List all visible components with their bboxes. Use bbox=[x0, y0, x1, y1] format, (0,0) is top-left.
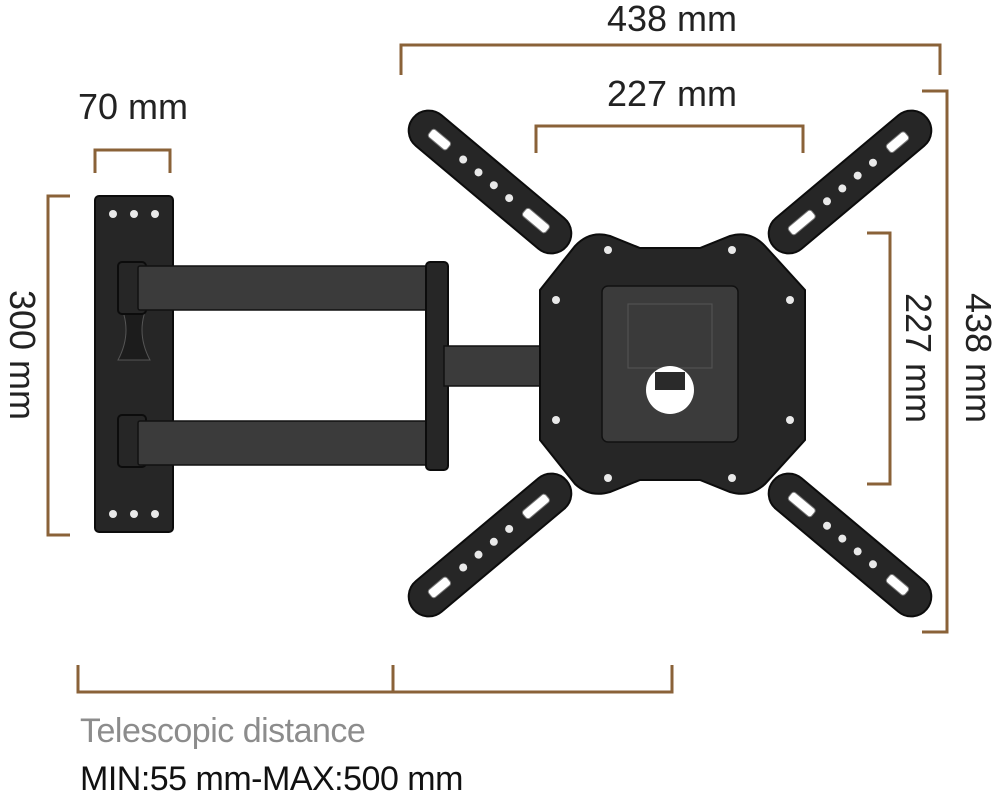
bracket-vesa-inner-height bbox=[867, 231, 892, 486]
vesa-arms bbox=[407, 109, 933, 618]
bracket-wall-plate-height bbox=[46, 194, 70, 537]
telescopic-distance-label: Telescopic distance bbox=[80, 712, 366, 750]
label-vesa-outer-height: 438 mm bbox=[958, 293, 999, 423]
telescopic-distance-range: MIN:55 mm-MAX:500 mm bbox=[80, 760, 463, 798]
vesa-center-plate bbox=[539, 233, 806, 495]
bracket-vesa-inner-width bbox=[534, 124, 805, 153]
bracket-vesa-outer-height bbox=[922, 89, 949, 634]
label-wall-plate-width: 70 mm bbox=[78, 86, 188, 127]
bracket-vesa-outer-width bbox=[399, 43, 942, 75]
label-vesa-inner-width: 227 mm bbox=[607, 73, 737, 114]
wall-plate bbox=[94, 195, 174, 533]
label-vesa-outer-width: 438 mm bbox=[607, 0, 737, 39]
dimension-brackets bbox=[46, 43, 949, 694]
label-wall-plate-height: 300 mm bbox=[2, 290, 43, 420]
bracket-wall-plate-width bbox=[93, 148, 172, 173]
bracket-telescopic-distance bbox=[76, 665, 674, 694]
label-vesa-inner-height: 227 mm bbox=[898, 293, 939, 423]
swing-arms bbox=[117, 261, 570, 471]
